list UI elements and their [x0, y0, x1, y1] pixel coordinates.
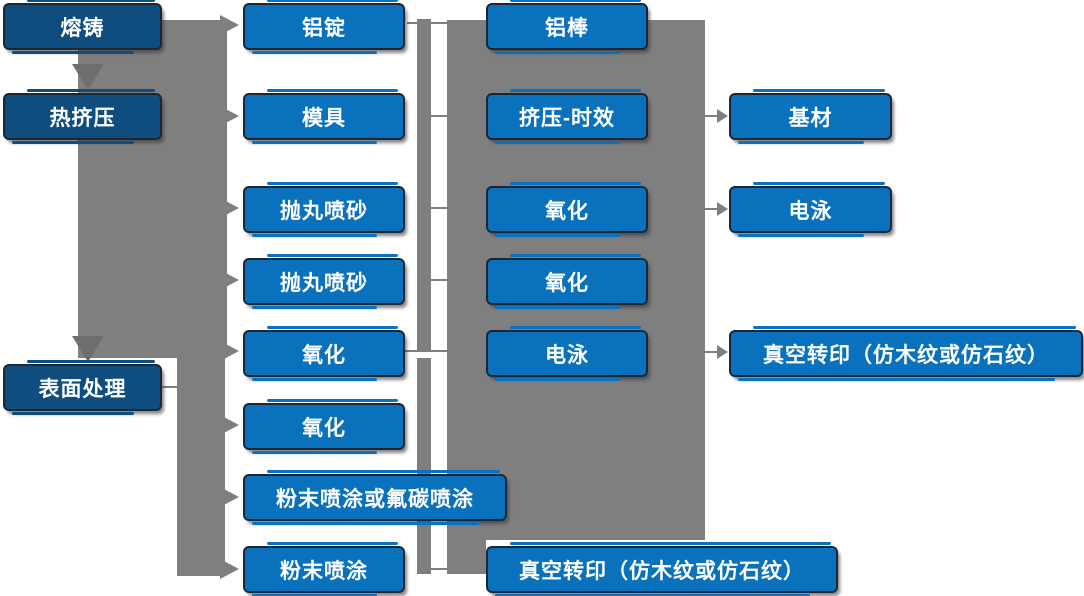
flow-node-label: 真空转印（仿木纹或仿石纹）	[519, 559, 805, 583]
flow-node-base-material: 基材	[729, 89, 892, 144]
right-arrow-icon	[220, 341, 239, 361]
flow-node-oxidation-b: 氧化	[243, 399, 405, 454]
flow-node-melt-casting: 熔铸	[3, 0, 162, 54]
flow-node-powder-coating: 粉末喷涂	[243, 542, 405, 596]
flow-node-mold: 模具	[243, 89, 405, 144]
flow-node-vacuum-transfer-b: 真空转印（仿木纹或仿石纹）	[729, 326, 1083, 381]
flow-node-al-rod: 铝棒	[486, 0, 648, 54]
flow-node-label: 基材	[788, 106, 833, 130]
flow-node-shot-blasting-1: 抛丸喷砂	[243, 182, 405, 237]
flow-node-electrophoresis-a: 电泳	[486, 326, 648, 381]
flow-node-label: 真空转印（仿木纹或仿石纹）	[763, 343, 1049, 367]
connector-tick	[417, 207, 447, 209]
connector-tick	[407, 22, 447, 24]
right-arrow-icon	[220, 415, 239, 435]
flow-node-label: 抛丸喷砂	[280, 199, 368, 223]
connector-bar-lower	[417, 358, 431, 574]
connector-stem	[705, 351, 718, 353]
flow-node-label: 铝棒	[545, 16, 589, 40]
right-arrow-icon	[220, 487, 239, 507]
flow-node-label: 热挤压	[49, 106, 116, 130]
flow-node-label: 粉末喷涂或氟碳喷涂	[276, 487, 474, 511]
flow-node-oxidation-d: 氧化	[486, 254, 648, 309]
connector-stem	[705, 115, 718, 117]
right-arrow-icon	[220, 106, 239, 126]
flow-node-shot-blasting-2: 抛丸喷砂	[243, 254, 405, 309]
connector-panel-foot	[447, 540, 486, 574]
flow-node-oxidation-a: 氧化	[243, 326, 405, 381]
flow-node-vacuum-transfer-a: 真空转印（仿木纹或仿石纹）	[486, 542, 838, 596]
connector-link	[162, 386, 177, 388]
flow-node-surface-treatment: 表面处理	[3, 360, 162, 415]
connector-stem	[705, 208, 718, 210]
connector-band-main	[78, 20, 227, 358]
flow-node-label: 粉末喷涂	[280, 559, 368, 583]
connector-tick	[417, 568, 447, 570]
flow-node-label: 模具	[302, 106, 346, 130]
flow-node-label: 氧化	[545, 199, 589, 223]
flow-node-label: 氧化	[302, 343, 346, 367]
flow-node-label: 挤压-时效	[519, 106, 615, 130]
flow-node-electrophoresis-b: 电泳	[729, 182, 892, 237]
connector-tick	[417, 115, 447, 117]
flow-node-powder-or-fluorocarbon: 粉末喷涂或氟碳喷涂	[243, 470, 507, 525]
right-arrow-icon	[717, 109, 728, 123]
flow-node-label: 抛丸喷砂	[280, 271, 368, 295]
right-arrow-icon	[717, 345, 728, 359]
flow-node-extrusion-aging: 挤压-时效	[486, 89, 648, 144]
flow-node-label: 电泳	[545, 343, 589, 367]
flow-node-hot-extrusion: 热挤压	[3, 89, 162, 144]
flow-node-label: 电泳	[788, 199, 833, 223]
connector-tick	[405, 350, 447, 352]
flow-node-label: 氧化	[545, 271, 589, 295]
connector-bar-upper	[417, 19, 431, 352]
flow-node-al-ingot: 铝锭	[243, 0, 405, 54]
connector-band-lower	[177, 356, 225, 576]
right-arrow-icon	[717, 202, 728, 216]
flow-node-oxidation-c: 氧化	[486, 182, 648, 237]
right-arrow-icon	[220, 559, 239, 579]
flow-node-label: 铝锭	[302, 16, 346, 40]
flow-node-label: 氧化	[302, 416, 346, 440]
right-arrow-icon	[220, 198, 239, 218]
flow-node-label: 表面处理	[38, 377, 127, 401]
flow-node-label: 熔铸	[60, 16, 105, 40]
right-arrow-icon	[220, 270, 239, 290]
connector-tick	[417, 279, 447, 281]
right-arrow-icon	[220, 15, 239, 35]
